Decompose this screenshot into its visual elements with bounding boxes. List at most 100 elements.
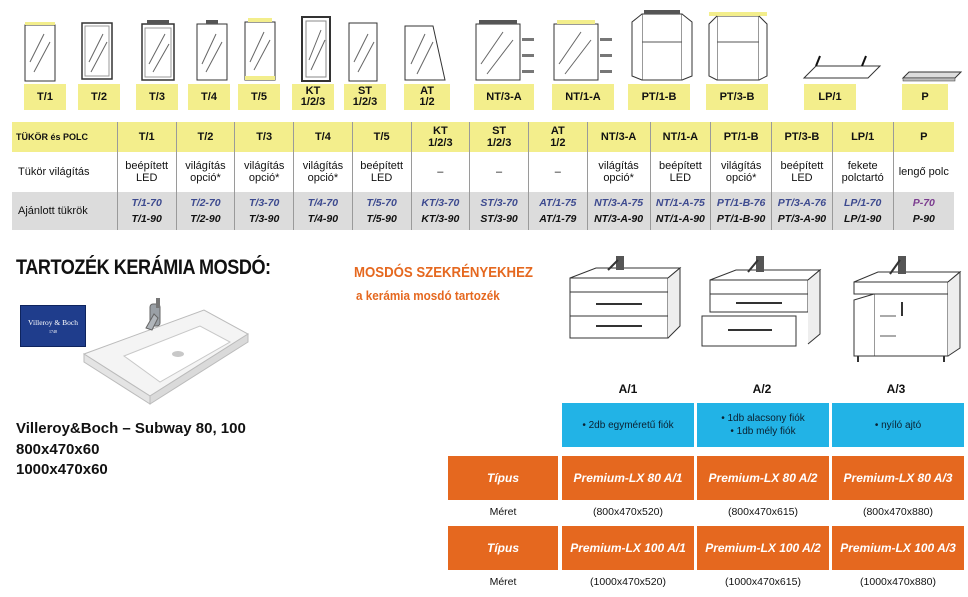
type-label-100: Típus <box>448 526 558 570</box>
villeroy-boch-logo: Villeroy & Boch 1748 <box>20 305 86 347</box>
size-a1-100: (1000x470x520) <box>590 576 666 588</box>
cabinet-name-a3: A/3 <box>886 382 906 396</box>
desc-line: • 1db alacsony fiók <box>721 413 805 424</box>
table-header-cell: KT 1/2/3 <box>411 122 471 152</box>
product-label: T/2 <box>78 84 120 110</box>
mirror-code-70: T/3-70 <box>248 197 280 209</box>
product-image-nt3a <box>474 4 538 82</box>
table-header-cell: LP/1 <box>832 122 894 152</box>
table-header-cell: AT 1/2 <box>528 122 588 152</box>
table-header-cell: PT/3-B <box>771 122 833 152</box>
logo-year: 1748 <box>49 329 57 334</box>
mirror-code-90: T/3-90 <box>248 213 280 225</box>
table-cell: fekete polctartó <box>832 152 894 192</box>
cabinets-subtitle: a kerámia mosdó tartozék <box>356 288 500 303</box>
mirror-code-90: LP/1-90 <box>844 213 882 225</box>
ceramic-sink-title: TARTOZÉK KERÁMIA MOSDÓ: <box>16 256 271 279</box>
size-a2-100: (1000x470x615) <box>725 576 801 588</box>
table-cell: lengő polc <box>898 166 949 178</box>
cabinet-desc-a2: • 1db alacsony fiók • 1db mély fiók <box>697 403 829 447</box>
product-image-t3 <box>138 4 178 82</box>
mirror-code-90: NT/1-A-90 <box>655 213 705 225</box>
product-label: NT/1-A <box>552 84 614 110</box>
logo-text: Villeroy & Boch <box>28 318 78 327</box>
type-a3-100: Premium-LX 100 A/3 <box>832 526 964 570</box>
mirror-code-70: T/5-70 <box>366 197 397 209</box>
desc-line: • 1db mély fiók <box>730 426 796 437</box>
mirror-code-70: NT/1-A-75 <box>655 197 705 209</box>
mirror-code-70: NT/3-A-75 <box>594 197 644 209</box>
mirror-shelf-table: TÜKÖR és POLC T/1 T/2 T/3 T/4 T/5 KT 1/2… <box>12 122 954 230</box>
table-header-cell: TÜKÖR és POLC <box>12 122 118 152</box>
row-label: Ajánlott tükrök <box>12 192 118 230</box>
product-label: ST 1/2/3 <box>344 84 386 110</box>
table-header-cell: T/5 <box>352 122 412 152</box>
product-label: T/3 <box>136 84 178 110</box>
cabinet-name-a2: A/2 <box>752 382 772 396</box>
table-header-cell: P <box>893 122 954 152</box>
cabinet-image-a3 <box>840 256 966 369</box>
mirror-code-90: P-90 <box>912 213 935 225</box>
cabinet-image-a1 <box>556 256 686 351</box>
product-label: T/5 <box>238 84 280 110</box>
size-a3-80: (800x470x880) <box>862 506 934 518</box>
product-label: NT/3-A <box>474 84 534 110</box>
product-image-nt1a <box>552 4 616 82</box>
product-label: T/1 <box>24 84 66 110</box>
desc-line: • nyíló ajtó <box>874 419 922 431</box>
mirror-code-90: AT/1-79 <box>539 213 577 225</box>
table-header-cell: T/1 <box>117 122 177 152</box>
table-cell: beépített LED <box>352 152 412 192</box>
product-label: P <box>902 84 948 110</box>
type-a1-100: Premium-LX 100 A/1 <box>562 526 694 570</box>
size-a2-80: (800x470x615) <box>727 506 799 518</box>
mirror-code-70: LP/1-70 <box>844 197 882 209</box>
size-label-80: Méret <box>489 506 517 518</box>
ceramic-sink-image <box>80 296 250 413</box>
mirror-code-70: T/4-70 <box>307 197 339 209</box>
row-label: Tükör világítás <box>12 152 118 192</box>
sink-size-1000: 1000x470x60 <box>16 461 108 478</box>
product-label: AT 1/2 <box>404 84 450 110</box>
product-image-t1 <box>20 4 60 82</box>
table-header-cell: NT/1-A <box>650 122 712 152</box>
table-cell: világítás opció* <box>176 152 236 192</box>
sink-model: Villeroy&Boch – Subway 80, 100 <box>16 420 246 437</box>
table-cell: – <box>411 152 471 192</box>
mirror-code-90: T/4-90 <box>307 213 339 225</box>
mirror-code-70: T/2-70 <box>190 197 221 209</box>
product-image-lp1 <box>800 4 884 82</box>
mirror-code-90: ST/3-90 <box>480 213 518 225</box>
type-a2-100: Premium-LX 100 A/2 <box>697 526 829 570</box>
size-label-100: Méret <box>489 576 517 588</box>
mirror-code-70: PT/1-B-76 <box>716 197 766 209</box>
mirror-code-90: PT/1-B-90 <box>716 213 766 225</box>
table-cell: – <box>469 152 529 192</box>
table-header-row: TÜKÖR és POLC T/1 T/2 T/3 T/4 T/5 KT 1/2… <box>12 122 954 152</box>
mirror-code-90: NT/3-A-90 <box>594 213 644 225</box>
table-cell: beépített LED <box>650 152 712 192</box>
product-image-kt <box>299 4 333 82</box>
mirror-code-70: T/1-70 <box>131 197 162 209</box>
product-label: LP/1 <box>804 84 856 110</box>
mirror-code-70: AT/1-75 <box>539 197 577 209</box>
mirror-code-70: P-70 <box>912 197 935 209</box>
mirror-code-90: KT/3-90 <box>421 213 460 225</box>
product-image-pt1b <box>628 4 696 82</box>
product-label: PT/1-B <box>628 84 690 110</box>
mirror-code-70: PT/3-A-76 <box>777 197 827 209</box>
mirror-code-70: KT/3-70 <box>421 197 460 209</box>
table-cell: világítás opció* <box>587 152 651 192</box>
table-header-cell: NT/3-A <box>587 122 651 152</box>
